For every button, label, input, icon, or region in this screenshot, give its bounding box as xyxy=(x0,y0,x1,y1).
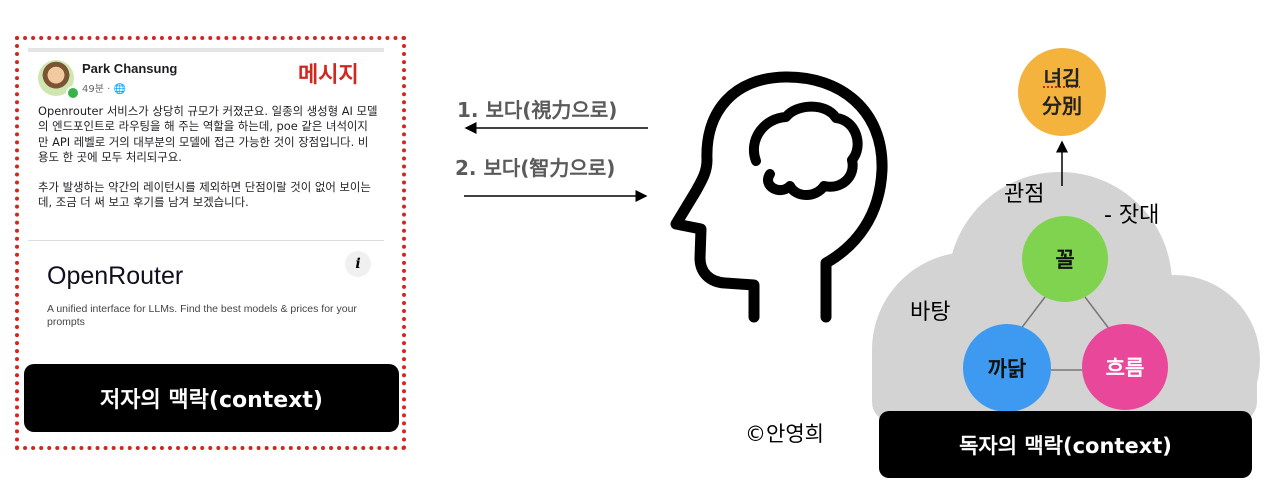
arrow-label-physical-sight: 1. 보다(視力으로) xyxy=(457,98,618,122)
online-status-dot xyxy=(66,86,80,100)
flow-circle: 흐름 xyxy=(1082,324,1168,410)
post-body: Openrouter 서비스가 상당히 규모가 커졌군요. 일종의 생성형 AI… xyxy=(38,104,378,224)
post-divider xyxy=(28,240,384,241)
author-context-label: 저자의 맥락(context) xyxy=(24,364,399,432)
social-post-card: Park Chansung 49분 · 🌐 메시지 Openrouter 서비스… xyxy=(28,48,384,388)
post-author[interactable]: Park Chansung xyxy=(82,61,178,76)
triangle-lines xyxy=(1019,296,1111,371)
message-label: 메시지 xyxy=(298,63,359,88)
discernment-circle: 녀김 分別 xyxy=(1018,48,1106,136)
arrow-label-mental-sight: 2. 보다(智力으로) xyxy=(455,156,616,180)
background-label: 바탕 xyxy=(910,300,951,325)
post-top-border xyxy=(28,48,384,52)
post-paragraph: Openrouter 서비스가 상당히 규모가 커졌군요. 일종의 생성형 AI… xyxy=(38,104,378,165)
info-icon[interactable]: i xyxy=(345,251,371,277)
yardstick-label: - 잣대 xyxy=(1104,203,1160,228)
head-icon xyxy=(670,71,888,323)
discernment-line1: 녀김 xyxy=(1043,66,1081,90)
message-frame xyxy=(15,36,406,450)
link-preview-description[interactable]: A unified interface for LLMs. Find the b… xyxy=(47,303,357,328)
reader-context-label: 독자의 맥락(context) xyxy=(879,411,1252,478)
link-preview-title[interactable]: OpenRouter xyxy=(47,262,184,290)
discernment-line2: 分別 xyxy=(1042,94,1082,118)
form-circle: 꼴 xyxy=(1022,216,1108,302)
reason-circle: 까닭 xyxy=(963,324,1051,412)
post-paragraph: 추가 발생하는 약간의 레이턴시를 제외하면 단점이랄 것이 없어 보이는데, … xyxy=(38,179,371,210)
perspective-label: 관점 xyxy=(1004,182,1045,207)
post-timestamp[interactable]: 49분 · 🌐 xyxy=(82,84,126,95)
copyright-credit: ©안영희 xyxy=(745,422,824,446)
